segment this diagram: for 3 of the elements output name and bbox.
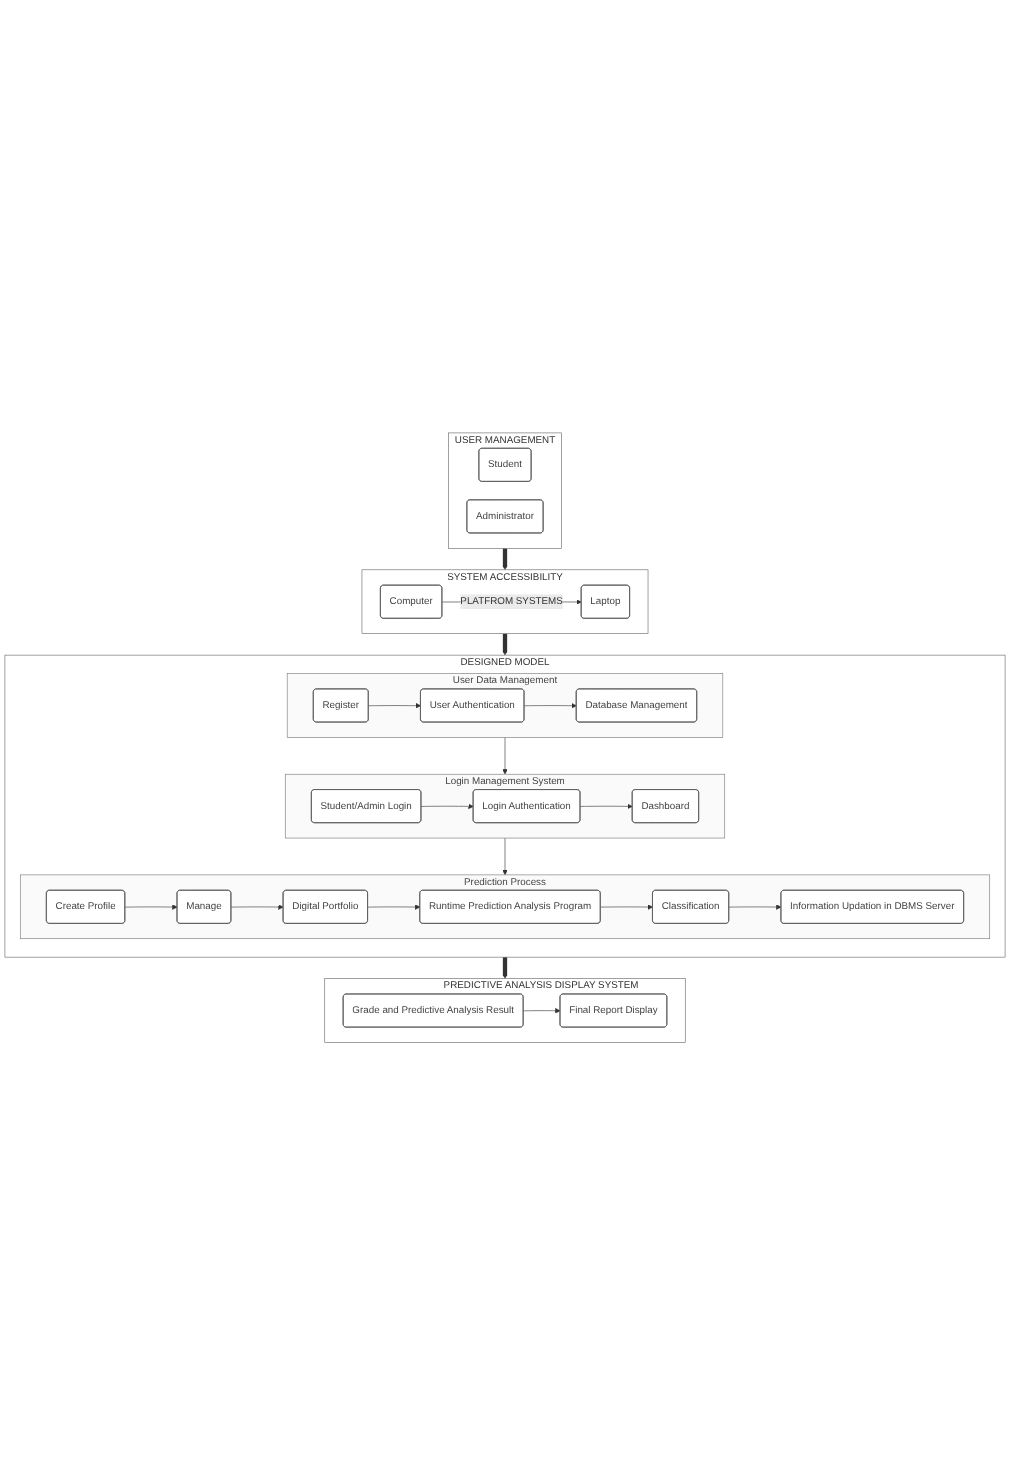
- arrow: [502, 956, 508, 979]
- arrow: [502, 632, 508, 655]
- arrow: [502, 547, 508, 570]
